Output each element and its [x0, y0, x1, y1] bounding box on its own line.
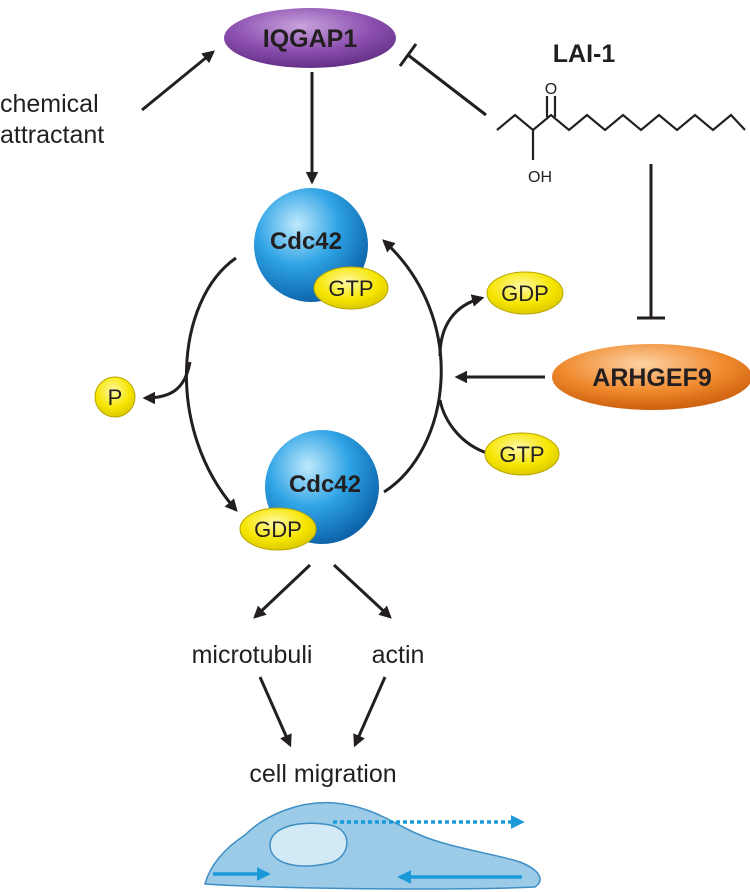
phosphate-release-arrow [142, 361, 192, 405]
gdp-released-label: GDP [501, 281, 549, 306]
chemical-attractant-label-line1: chemical [0, 90, 99, 118]
phosphate-node: P [94, 376, 136, 418]
iqgap1-label: IQGAP1 [263, 25, 358, 53]
cdc42-to-actin-arrow [332, 563, 392, 619]
cdc42-gtp-complex: Cdc42 GTP [254, 188, 389, 310]
arhgef9-label: ARHGEF9 [592, 364, 711, 392]
gtp-top-label: GTP [328, 276, 373, 301]
gtp-incoming-node: GTP [484, 432, 560, 476]
lai1-structure: O OH [496, 81, 746, 186]
gtp-incoming-label: GTP [499, 442, 544, 467]
attractant-to-iqgap1-arrow [141, 50, 215, 112]
lai1-inhibits-arhgef9 [637, 164, 665, 320]
microtubuli-to-migration-arrow [258, 676, 292, 748]
nucleotide-exchange-arrow [382, 239, 443, 494]
chemical-attractant-label-line2: attractant [0, 121, 104, 149]
cell-body [204, 801, 541, 890]
gdp-release-arrow [438, 294, 485, 357]
carbonyl-oxygen-label: O [545, 81, 557, 98]
lai1-inhibits-iqgap1 [398, 43, 487, 117]
hydroxyl-label: OH [528, 169, 552, 186]
arhgef9-node: ARHGEF9 [552, 344, 750, 410]
gdp-released-node: GDP [486, 271, 564, 315]
gtp-uptake-line [438, 399, 491, 456]
gtp-hydrolysis-arrow [185, 256, 238, 512]
gdp-bottom-label: GDP [254, 517, 302, 542]
cell-nucleus [269, 822, 348, 867]
cdc42-bottom-label: Cdc42 [289, 471, 361, 498]
actin-label: actin [372, 641, 425, 669]
gdp-bottom-node: GDP [239, 507, 317, 551]
cdc42-to-microtubuli-arrow [253, 563, 312, 619]
cdc42-top-label: Cdc42 [270, 228, 342, 255]
lai1-label: LAI-1 [553, 40, 616, 68]
gtp-top-node: GTP [313, 266, 389, 310]
cell-migration-label: cell migration [249, 760, 396, 788]
phosphate-label: P [108, 385, 123, 410]
migrating-cell-illustration [204, 801, 541, 890]
actin-to-migration-arrow [353, 676, 387, 748]
microtubuli-label: microtubuli [192, 641, 313, 669]
cdc42-gdp-complex: Cdc42 GDP [239, 430, 379, 551]
iqgap1-node: IQGAP1 [224, 8, 396, 68]
